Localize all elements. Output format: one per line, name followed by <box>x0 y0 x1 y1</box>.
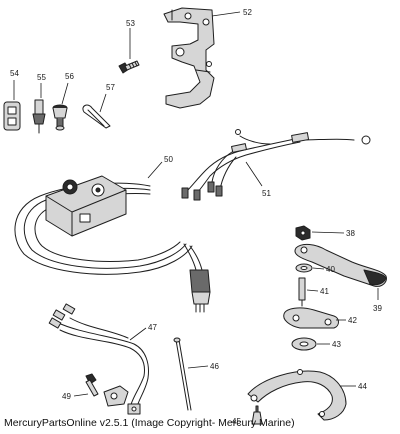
part-51-harness[interactable] <box>181 129 371 201</box>
image-copyright-footer: MercuryPartsOnline v2.5.1 (Image Copyrig… <box>4 417 295 429</box>
part-41-pin[interactable] <box>298 277 306 307</box>
part-50-switch-box[interactable] <box>14 175 211 313</box>
callout-52: 52 <box>243 8 252 17</box>
callout-45: 45 <box>232 417 241 426</box>
callout-38: 38 <box>346 229 355 238</box>
callout-39: 39 <box>373 304 382 313</box>
part-54-clip[interactable] <box>3 101 21 131</box>
part-55-terminal[interactable] <box>32 99 46 134</box>
callout-54: 54 <box>10 69 19 78</box>
part-56-plug[interactable] <box>52 104 68 131</box>
callout-47: 47 <box>148 323 157 332</box>
part-39-lever[interactable] <box>294 243 387 287</box>
part-47-harness[interactable] <box>48 303 149 415</box>
part-46-rod[interactable] <box>173 337 192 411</box>
part-53-screw[interactable] <box>118 60 140 74</box>
part-57-pin[interactable] <box>82 104 111 129</box>
part-42-plate[interactable] <box>283 307 339 329</box>
callout-46: 46 <box>210 362 219 371</box>
part-40-washer[interactable] <box>295 263 313 273</box>
part-38-nut[interactable] <box>295 225 311 241</box>
part-44-arc-bracket[interactable] <box>247 369 347 421</box>
callout-56: 56 <box>65 72 74 81</box>
part-52-bracket[interactable] <box>163 7 215 109</box>
callout-49: 49 <box>62 392 71 401</box>
callout-57: 57 <box>106 83 115 92</box>
callout-50: 50 <box>164 155 173 164</box>
callout-55: 55 <box>37 73 46 82</box>
callout-53: 53 <box>126 19 135 28</box>
callout-42: 42 <box>348 316 357 325</box>
callout-41: 41 <box>320 287 329 296</box>
part-49-bolt[interactable] <box>85 373 99 397</box>
callout-43: 43 <box>332 340 341 349</box>
callout-44: 44 <box>358 382 367 391</box>
callout-40: 40 <box>326 265 335 274</box>
callout-51: 51 <box>262 189 271 198</box>
part-45-fitting[interactable] <box>251 405 263 425</box>
part-43-washer[interactable] <box>291 337 317 351</box>
